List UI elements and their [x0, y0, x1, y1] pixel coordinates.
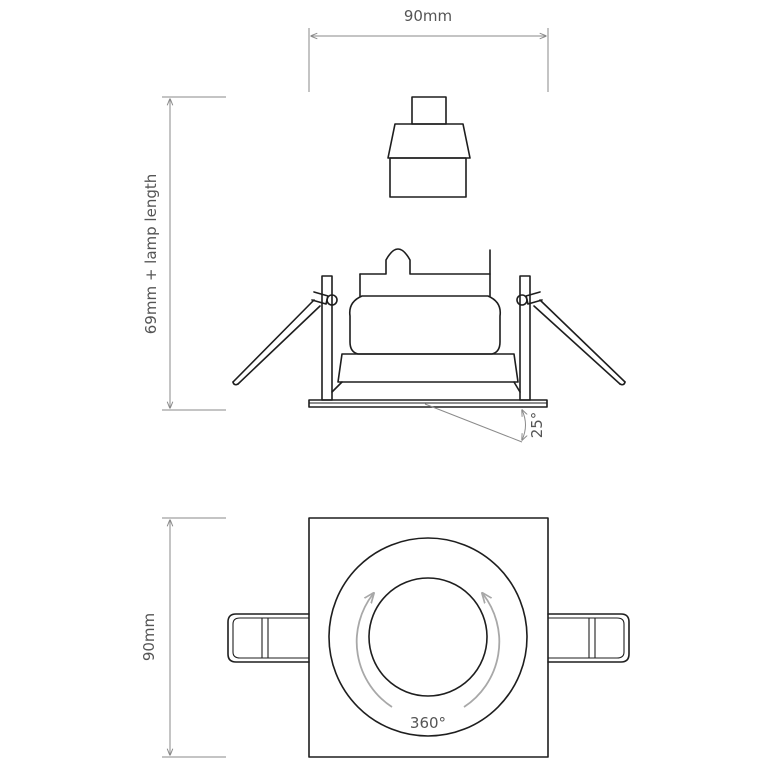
lamp-connector	[387, 96, 471, 198]
top-width-label: 90mm	[404, 7, 452, 25]
rotation-indicator: 360°	[355, 594, 501, 732]
height-dimension: 69mm + lamp length	[142, 96, 226, 411]
rotation-label: 360°	[410, 714, 446, 732]
height-label: 69mm + lamp length	[142, 174, 160, 335]
bottom-height-label: 90mm	[140, 613, 158, 661]
tilt-angle-label: 25°	[528, 412, 546, 439]
bottom-height-dimension: 90mm	[140, 517, 226, 758]
tilt-angle-indicator: 25°	[424, 403, 546, 443]
fitting-side-view	[232, 248, 626, 408]
top-width-dimension: 90mm	[308, 7, 549, 92]
fitting-front-view	[227, 517, 630, 758]
